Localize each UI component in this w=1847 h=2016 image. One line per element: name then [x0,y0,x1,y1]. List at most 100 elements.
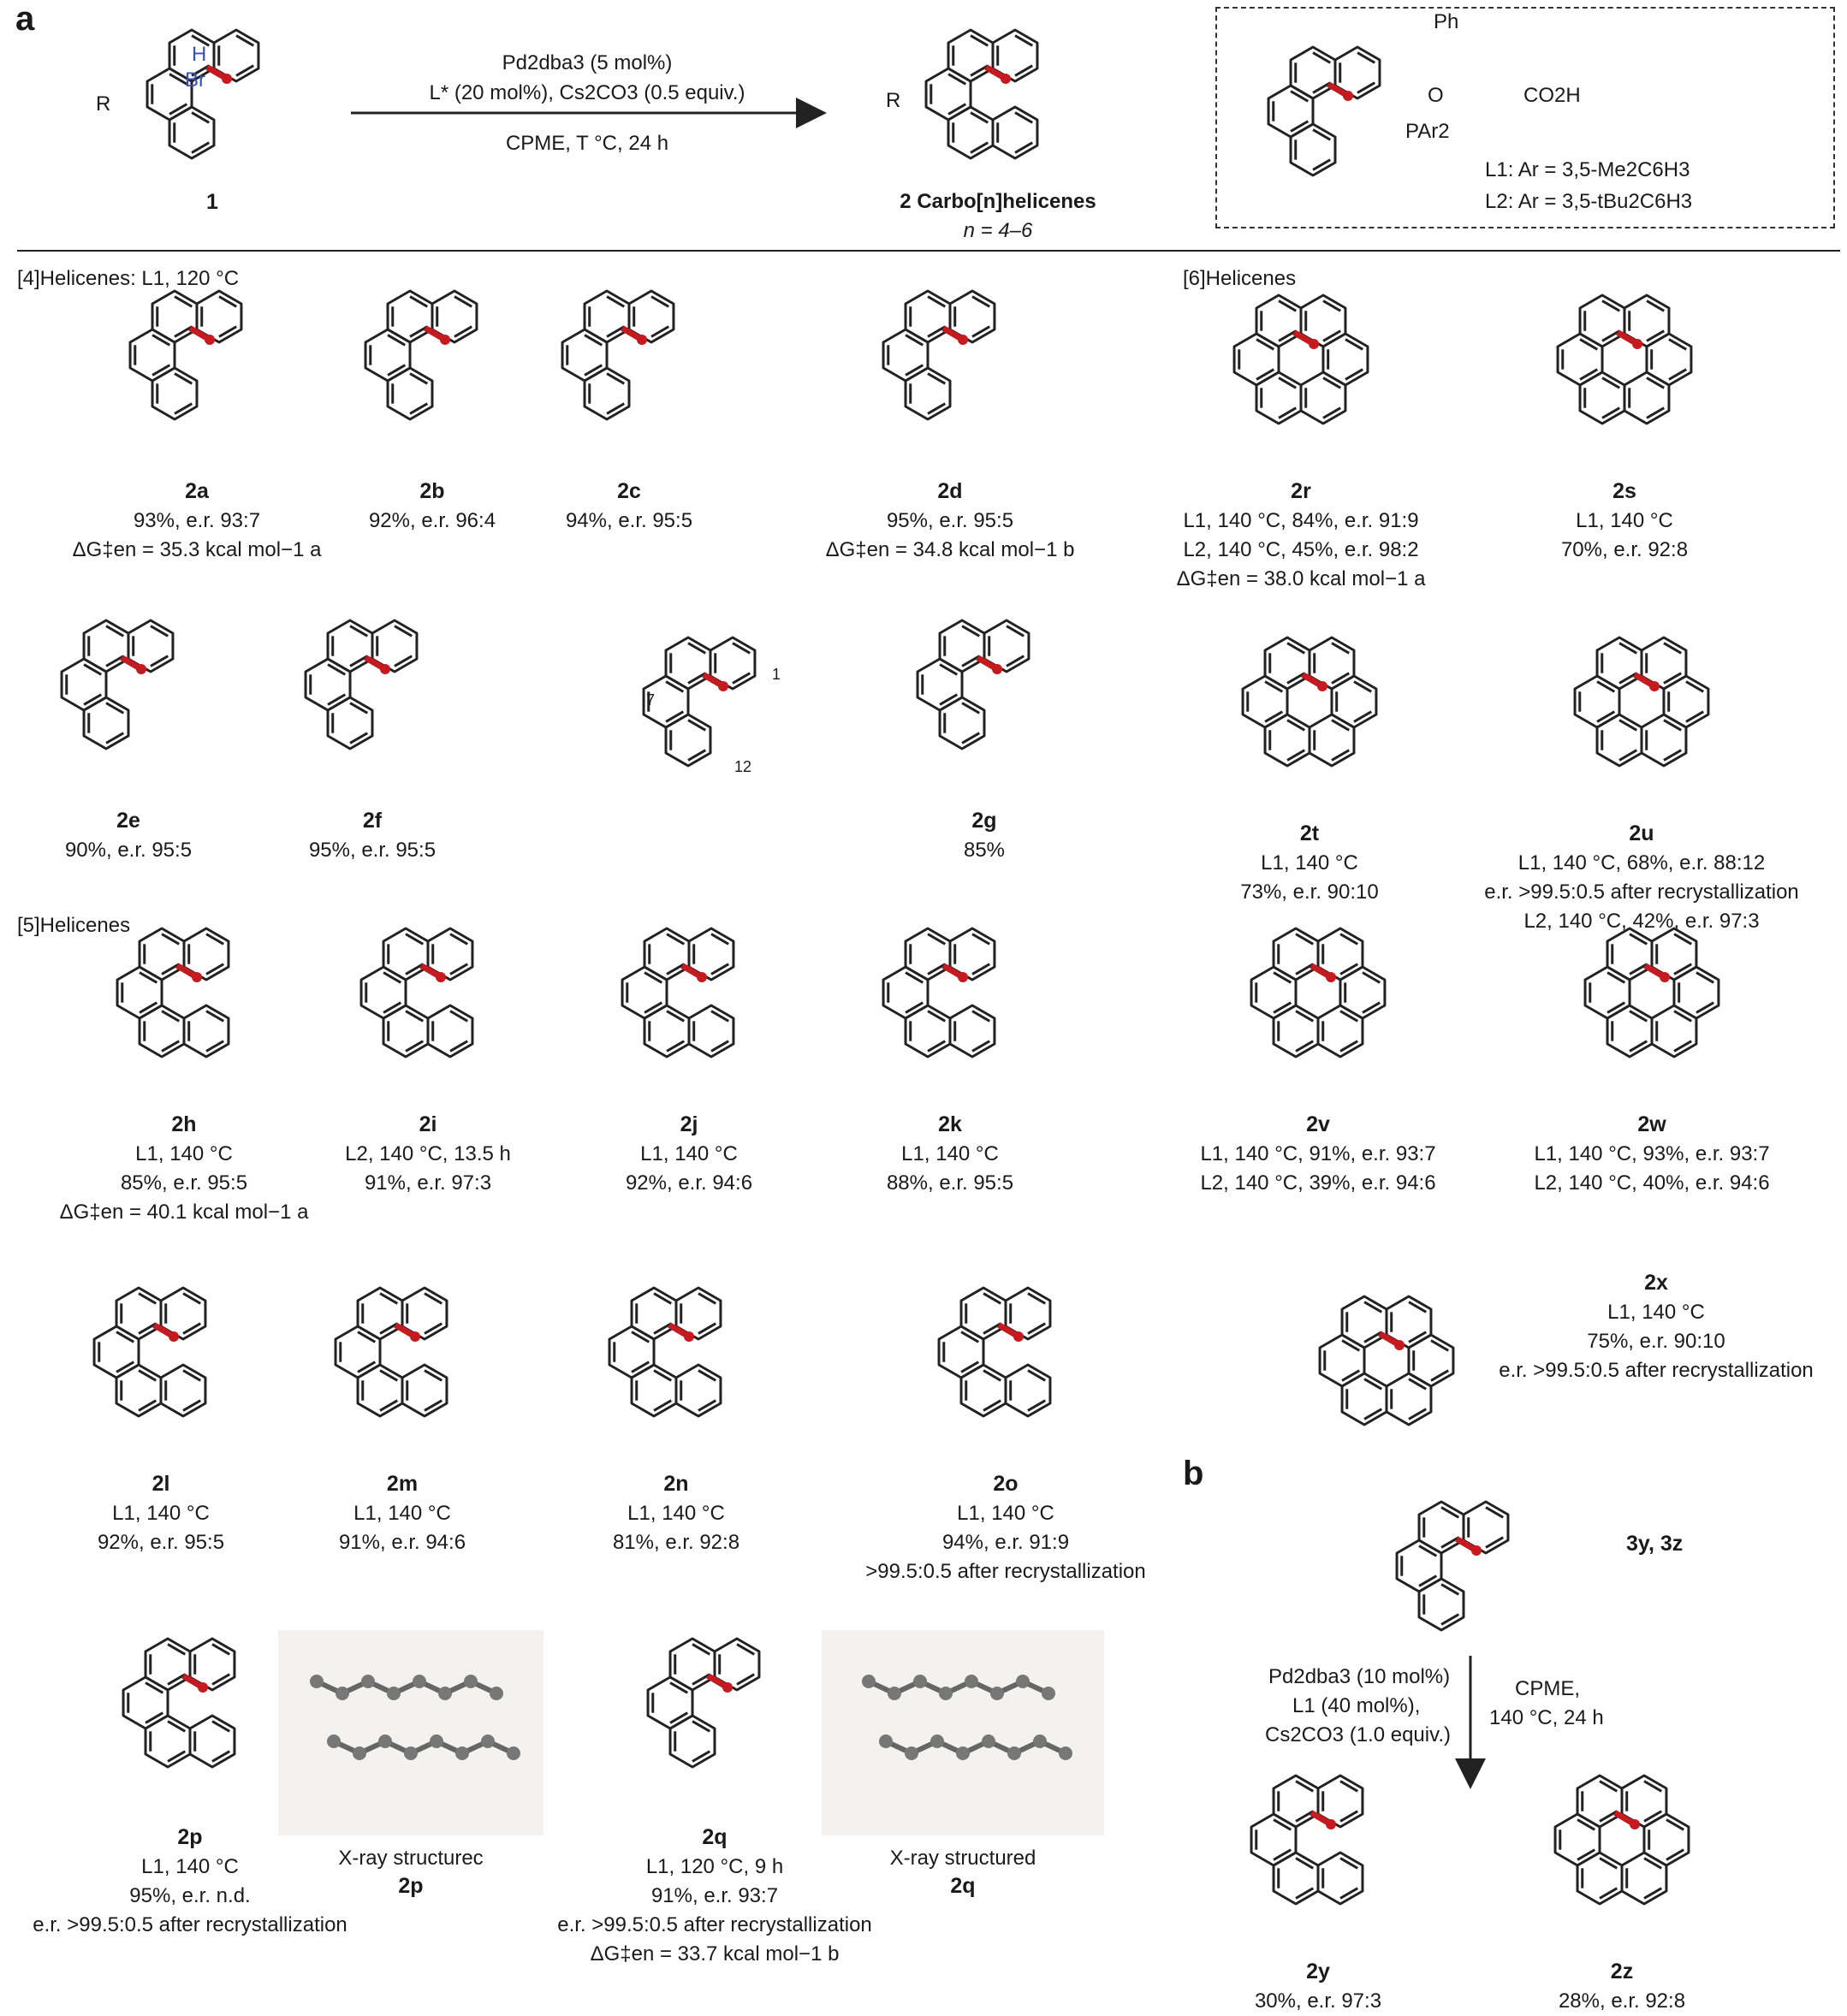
double-bond [327,693,347,706]
xray-atom [930,1734,944,1748]
double-bond [1601,406,1621,419]
structure-2o [937,1286,1052,1418]
position-1: 1 [772,666,781,683]
double-bond [1666,1818,1684,1831]
compound-2n-line: L1, 140 °C [627,1502,725,1525]
ligand-ph: Ph [1434,10,1459,33]
double-bond [205,1040,224,1052]
conditions-line-3: CPME, T °C, 24 h [505,132,669,155]
xray-atom [990,1687,1004,1700]
double-bond [1618,719,1638,732]
double-bond [927,933,947,946]
double-bond [1685,710,1704,723]
double-bond [653,1369,673,1382]
compound-2t-line: L1, 140 °C [1261,851,1358,875]
ring [674,1363,722,1418]
double-bond [1278,299,1298,312]
double-bond [357,1331,377,1343]
double-bond [971,1040,990,1052]
double-bond [409,295,429,308]
ring [1272,1851,1320,1906]
double-bond [235,34,254,47]
new-bond-atom [192,972,202,982]
structure-2w [1583,927,1720,1058]
xray-2p-image [278,1630,543,1835]
double-bond [606,325,626,338]
double-bond [424,1322,442,1335]
double-bond [970,34,989,47]
double-bond [983,1369,1002,1382]
double-bond [409,372,429,385]
compound-id-2q: 2q [702,1825,728,1849]
double-bond [1629,933,1648,946]
double-bond [960,1331,980,1343]
double-bond [1278,329,1298,342]
compound-2v-line: L2, 140 °C, 39%, e.r. 94:6 [1200,1171,1436,1195]
double-bond [666,1040,686,1052]
double-bond [138,1369,157,1382]
compound-id-2c: 2c [617,479,641,503]
structure-2i [359,927,474,1058]
double-bond [211,1750,230,1763]
double-bond [139,1001,158,1014]
new-bond-atom [1013,1331,1024,1342]
new-bond-atom [436,972,446,982]
double-bond [736,1673,755,1686]
compound-id-2p: 2p [177,1825,203,1849]
double-bond [927,325,947,338]
double-bond [905,971,924,984]
double-bond [379,1369,399,1382]
compound-2s-line: 70%, e.r. 92:8 [1560,538,1689,561]
new-bond-atom [722,1682,733,1693]
double-bond [409,325,429,338]
xray-atom [862,1675,876,1688]
double-bond [644,1001,663,1014]
double-bond [1014,111,1033,124]
ring [127,619,175,673]
double-bond [983,1322,1002,1335]
xray-2p-caption: X-ray structurec [338,1847,484,1870]
compound-2x-line: L1, 140 °C [1607,1301,1705,1324]
double-bond [1577,1848,1596,1861]
sm-label: 3y, 3z [1626,1532,1684,1556]
double-bond [205,963,224,975]
double-bond [167,1673,187,1686]
double-bond [1643,1810,1662,1823]
compound-2d-line: ΔG‡en = 34.8 kcal mol−1 b [825,538,1075,561]
double-bond [405,1040,425,1052]
compound-id-2y: 2y [1306,1960,1330,1983]
double-bond [971,963,990,975]
double-bond [161,933,181,946]
double-bond [687,719,707,732]
reactant-br: Br [185,68,205,92]
compound-2x-line: e.r. >99.5:0.5 after recrystallization [1499,1359,1814,1382]
compound-2o-line: L1, 140 °C [957,1502,1054,1525]
double-bond [970,64,989,77]
ring [182,1004,230,1058]
double-bond [606,402,626,415]
ring [668,1714,716,1769]
section-5-helicenes: [5]Helicenes [17,914,131,937]
double-bond [653,1292,673,1305]
double-bond [1345,368,1363,381]
compound-id-2a: 2a [185,479,209,503]
xray-atom [879,1734,893,1748]
double-bond [650,295,669,308]
ring [1321,332,1369,387]
double-bond [379,1322,399,1335]
double-bond [692,1673,711,1686]
xray-atom [490,1687,503,1700]
double-bond [1668,368,1687,381]
double-bond [1256,368,1275,381]
double-bond [736,1643,755,1656]
double-bond [235,64,254,77]
double-bond [1341,1339,1361,1352]
double-bond [1430,1339,1449,1352]
structure-2s [1556,294,1693,425]
new-bond-atom [637,335,647,345]
double-bond [150,655,169,667]
double-bond [665,710,685,723]
structure-2g [916,619,1030,750]
double-bond [449,1010,468,1023]
double-bond [1339,1010,1358,1023]
